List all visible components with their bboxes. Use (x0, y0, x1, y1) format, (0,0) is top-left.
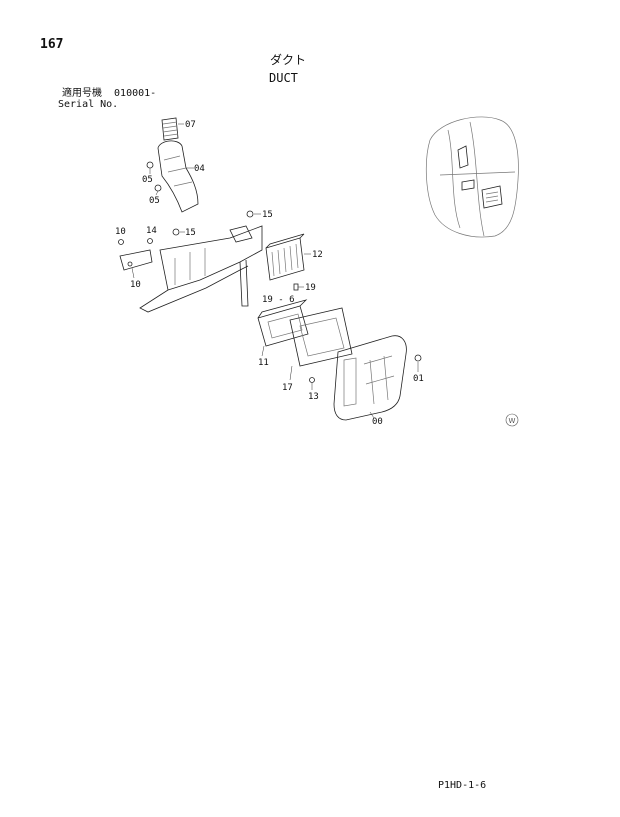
part-12-filter: 12 (265, 233, 323, 281)
serial-label-jp-text: 適用号機 (62, 88, 102, 99)
part-00-cover: 00 (333, 335, 407, 427)
watermark-logo: W (505, 413, 519, 427)
callout-17: 17 (282, 383, 293, 393)
callout-15-b: 14 (146, 226, 157, 236)
serial-label-japanese: 適用号機 010001- (62, 89, 156, 99)
part-14-bracket: 10 (119, 225, 263, 313)
callout-19: 19 (305, 283, 316, 293)
part-19-clip: 19 19 - 6 (262, 283, 316, 305)
callout-19-6: 19 - 6 (262, 295, 295, 305)
callout-05-a: 05 (142, 175, 153, 185)
callout-05-b: 05 (149, 196, 160, 206)
callout-13: 13 (308, 392, 319, 402)
serial-value: 010001- (114, 88, 157, 99)
callout-04: 04 (194, 164, 205, 174)
page-title-japanese: ダクト (270, 53, 307, 67)
callout-10-b: 15 (185, 228, 196, 238)
callout-12: 12 (312, 250, 323, 260)
part-10-bolts: 15 15 (172, 210, 273, 238)
part-05-clamps: 05 05 (142, 161, 162, 206)
page-number: 167 (40, 37, 64, 52)
part-04-duct-hose: 04 (157, 140, 205, 213)
callout-07: 07 (185, 120, 196, 130)
callout-01: 01 (413, 374, 424, 384)
callout-10-a: 15 (262, 210, 273, 220)
serial-label: Serial No. (58, 99, 119, 110)
part-17-frame: 17 (282, 307, 353, 393)
part-15-screws: 10 14 (115, 226, 157, 245)
footer-code: P1HD-1-6 (438, 780, 487, 791)
callout-00: 00 (372, 417, 383, 427)
callout-14: 10 (130, 280, 141, 290)
callout-11: 11 (258, 358, 269, 368)
part-11-case: 11 (257, 299, 309, 368)
page-title: DUCT (269, 71, 298, 85)
callout-15-a: 10 (115, 227, 126, 237)
part-13-screw: 13 (308, 377, 319, 402)
part-01-screw: 01 (413, 354, 424, 384)
part-07-element: 07 (161, 117, 196, 141)
location-inset-view (425, 116, 519, 238)
watermark-text: W (509, 417, 516, 425)
